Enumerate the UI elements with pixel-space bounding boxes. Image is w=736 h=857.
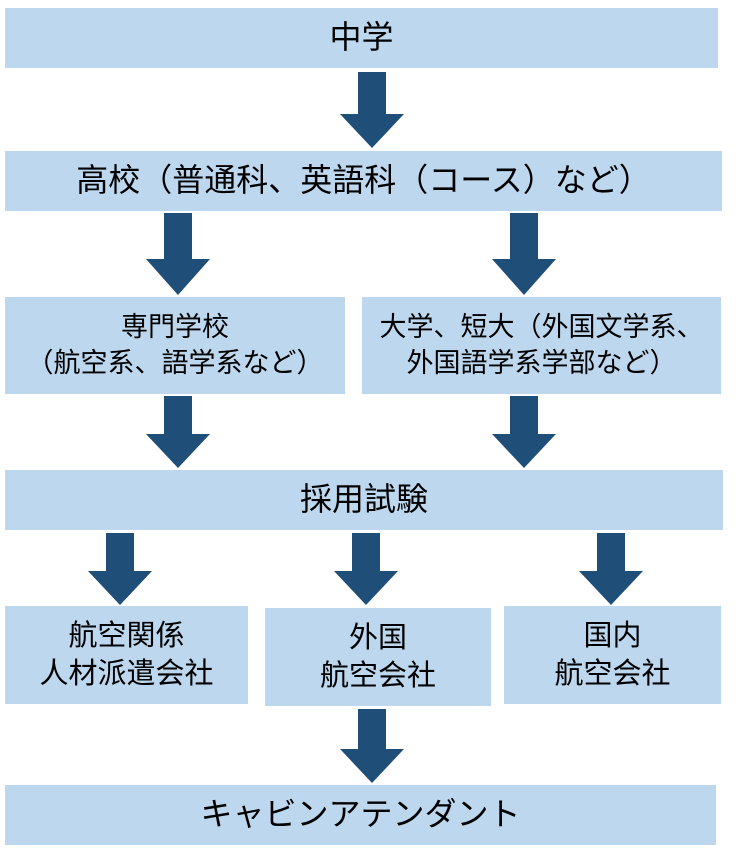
employment-exam-label: 採用試験	[299, 480, 428, 519]
domestic-airline-label-line1: 国内	[583, 618, 642, 653]
arrow-middle-to-high	[340, 72, 404, 148]
arrow-high-to-vocational	[146, 213, 210, 295]
middle-school-box: 中学	[5, 8, 718, 68]
vocational-school-label-line2: （航空系、語学系など）	[26, 347, 324, 379]
high-school-box: 高校（普通科、英語科（コース）など）	[5, 151, 722, 211]
staffing-company-label-line1: 航空関係	[68, 618, 185, 653]
university-box: 大学、短大（外国文学系、 外国語学系学部など）	[362, 297, 721, 394]
foreign-airline-label-line1: 外国	[348, 620, 407, 655]
staffing-company-label-line2: 人材派遣会社	[39, 656, 214, 690]
domestic-airline-label-line2: 航空会社	[554, 656, 671, 690]
arrow-university-to-exam	[492, 396, 556, 468]
foreign-airline-label-line2: 航空会社	[319, 658, 436, 692]
arrow-exam-to-domestic	[579, 533, 643, 605]
arrow-foreign-to-cabin	[340, 709, 404, 783]
arrow-high-to-university	[492, 213, 556, 295]
arrow-exam-to-staffing	[88, 533, 152, 605]
cabin-attendant-box: キャビンアテンダント	[5, 785, 716, 845]
arrow-vocational-to-exam	[146, 396, 210, 468]
staffing-company-box: 航空関係 人材派遣会社	[5, 606, 248, 704]
domestic-airline-box: 国内 航空会社	[504, 606, 721, 704]
cabin-attendant-label: キャビンアテンダント	[200, 795, 521, 834]
employment-exam-box: 採用試験	[5, 470, 723, 530]
vocational-school-box: 専門学校 （航空系、語学系など）	[5, 297, 345, 394]
university-label-line2: 外国語学系学部など）	[406, 347, 677, 379]
high-school-label: 高校（普通科、英語科（コース）など）	[76, 161, 651, 200]
vocational-school-label-line1: 専門学校	[121, 312, 229, 344]
university-label-line1: 大学、短大（外国文学系、	[379, 312, 704, 344]
foreign-airline-box: 外国 航空会社	[265, 608, 491, 706]
middle-school-label: 中学	[329, 18, 394, 57]
arrow-exam-to-foreign	[334, 533, 398, 605]
